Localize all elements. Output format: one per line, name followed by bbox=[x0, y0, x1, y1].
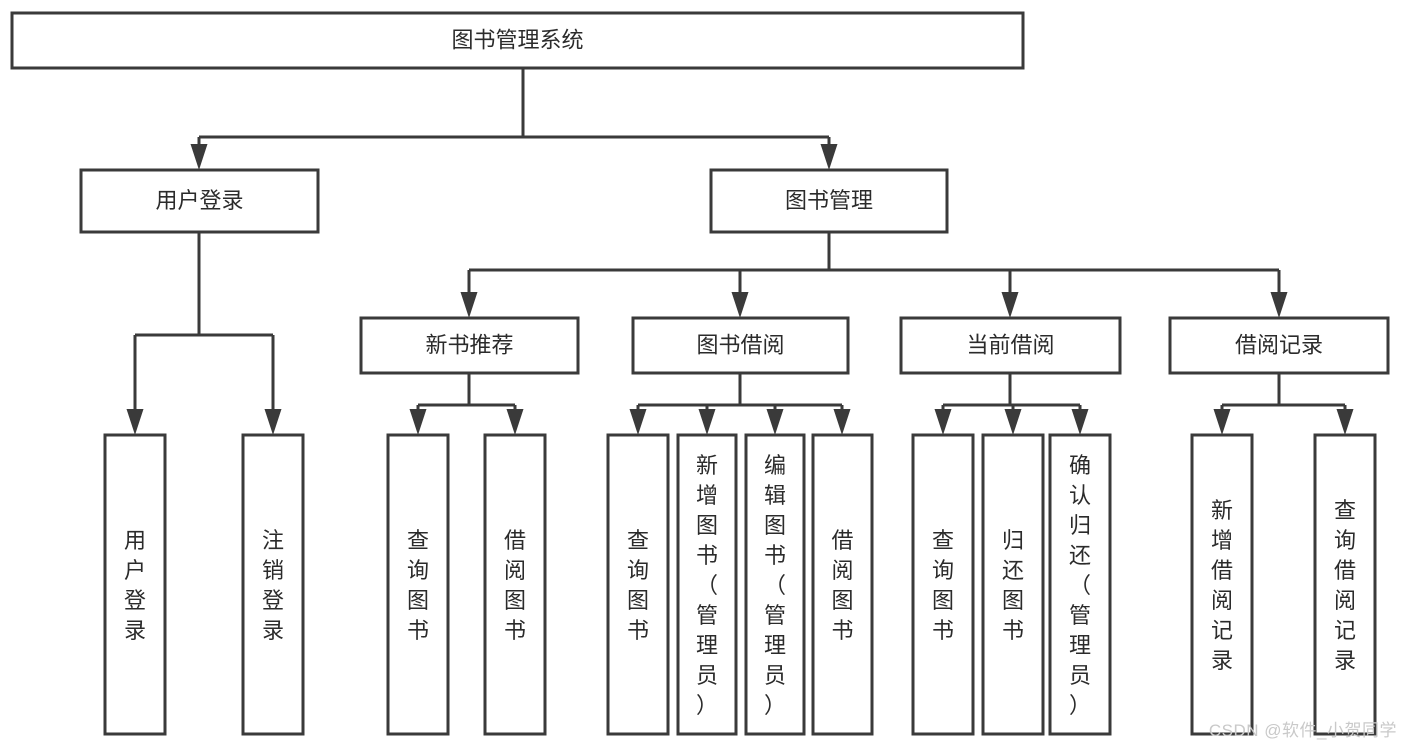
node-user-login[interactable]: 用户登录 bbox=[79, 168, 320, 234]
connector-record-to-leaves bbox=[1213, 373, 1354, 435]
node-box bbox=[483, 433, 547, 736]
node-borrow-record[interactable]: 借阅记录 bbox=[1168, 316, 1390, 375]
node-box bbox=[744, 433, 806, 736]
node-leaf-confirm-return[interactable]: 确认归还（管理员） bbox=[1048, 433, 1112, 736]
connector-root-to-level1 bbox=[190, 68, 838, 170]
node-box bbox=[386, 433, 450, 736]
node-box bbox=[709, 168, 949, 234]
node-leaf-return-book[interactable]: 归还图书 bbox=[981, 433, 1045, 736]
node-box bbox=[1313, 433, 1377, 736]
node-leaf-add-record[interactable]: 新增借阅记录 bbox=[1190, 433, 1254, 736]
node-box bbox=[241, 433, 305, 736]
node-box bbox=[1048, 433, 1112, 736]
connector-userlogin-to-leaves bbox=[126, 232, 282, 435]
node-box bbox=[911, 433, 975, 736]
node-box bbox=[79, 168, 320, 234]
node-label: 编辑图书（管理员） bbox=[764, 453, 786, 718]
node-new-book-recommend[interactable]: 新书推荐 bbox=[359, 316, 580, 375]
node-leaf-query-book-1[interactable]: 查询图书 bbox=[386, 433, 450, 736]
node-label: 归还图书 bbox=[1002, 528, 1024, 643]
node-box bbox=[1190, 433, 1254, 736]
node-label: 借阅图书 bbox=[831, 528, 853, 643]
node-label: 用户登录 bbox=[155, 188, 243, 213]
node-label: 查询图书 bbox=[407, 528, 429, 643]
node-box bbox=[359, 316, 580, 375]
node-leaf-query-book-3[interactable]: 查询图书 bbox=[911, 433, 975, 736]
node-box bbox=[1168, 316, 1390, 375]
node-box bbox=[631, 316, 850, 375]
node-leaf-query-record[interactable]: 查询借阅记录 bbox=[1313, 433, 1377, 736]
node-leaf-add-book[interactable]: 新增图书（管理员） bbox=[676, 433, 738, 736]
node-label: 新书推荐 bbox=[425, 332, 513, 357]
node-book-borrow[interactable]: 图书借阅 bbox=[631, 316, 850, 375]
node-label: 查询借阅记录 bbox=[1334, 498, 1356, 673]
node-label: 图书管理系统 bbox=[451, 27, 583, 52]
connector-recommend-to-leaves bbox=[409, 373, 524, 435]
node-box bbox=[606, 433, 670, 736]
node-label: 借阅图书 bbox=[504, 528, 526, 643]
node-leaf-borrow-book-2[interactable]: 借阅图书 bbox=[811, 433, 874, 736]
node-box bbox=[10, 11, 1025, 70]
node-book-manage[interactable]: 图书管理 bbox=[709, 168, 949, 234]
node-box bbox=[676, 433, 738, 736]
node-label: 查询图书 bbox=[627, 528, 649, 643]
node-label: 注销登录 bbox=[262, 528, 284, 643]
node-leaf-edit-book[interactable]: 编辑图书（管理员） bbox=[744, 433, 806, 736]
node-label: 确认归还（管理员） bbox=[1069, 453, 1091, 718]
node-label: 查询图书 bbox=[932, 528, 954, 643]
node-label: 图书借阅 bbox=[696, 332, 784, 357]
node-leaf-borrow-book-1[interactable]: 借阅图书 bbox=[483, 433, 547, 736]
node-box bbox=[811, 433, 874, 736]
node-label: 新增图书（管理员） bbox=[696, 453, 718, 718]
connector-current-to-leaves bbox=[934, 373, 1089, 435]
connector-borrow-to-leaves bbox=[629, 373, 851, 435]
node-leaf-user-login[interactable]: 用户登录 bbox=[103, 433, 167, 736]
node-box bbox=[103, 433, 167, 736]
node-label: 图书管理 bbox=[785, 188, 873, 213]
node-box bbox=[981, 433, 1045, 736]
node-leaf-query-book-2[interactable]: 查询图书 bbox=[606, 433, 670, 736]
watermark-label: CSDN @软件_小贺同学 bbox=[1208, 721, 1397, 740]
node-box bbox=[899, 316, 1122, 375]
node-label: 当前借阅 bbox=[966, 332, 1054, 357]
node-root[interactable]: 图书管理系统 bbox=[10, 11, 1025, 70]
node-label: 用户登录 bbox=[124, 528, 146, 643]
node-label: 新增借阅记录 bbox=[1211, 498, 1233, 673]
node-leaf-logout[interactable]: 注销登录 bbox=[241, 433, 305, 736]
node-current-borrow[interactable]: 当前借阅 bbox=[899, 316, 1122, 375]
connector-bookmanage-to-level2 bbox=[460, 232, 1288, 318]
node-label: 借阅记录 bbox=[1235, 332, 1323, 357]
